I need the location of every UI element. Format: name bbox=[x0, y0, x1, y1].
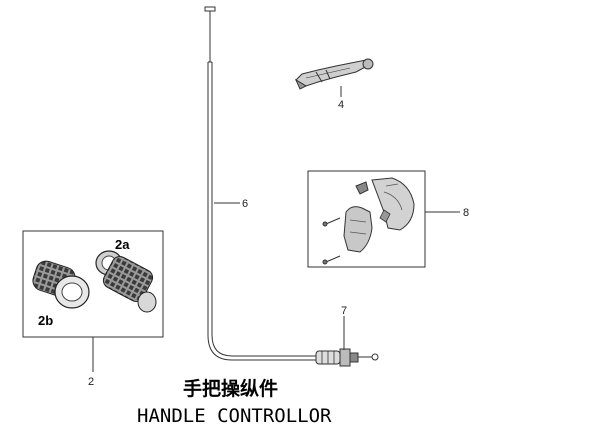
screw-upper bbox=[322, 217, 341, 227]
grip-assembly-box bbox=[22, 230, 164, 338]
callout-4: 4 bbox=[338, 99, 344, 111]
clip-part bbox=[355, 181, 369, 195]
right-grip bbox=[95, 250, 157, 313]
lever-part bbox=[294, 58, 374, 90]
callout-8: 8 bbox=[463, 207, 469, 219]
callout-2: 2 bbox=[88, 376, 94, 388]
callout-2b: 2b bbox=[38, 313, 53, 328]
lower-housing bbox=[343, 206, 373, 253]
callout-6: 6 bbox=[242, 198, 248, 210]
callout-7: 7 bbox=[341, 305, 347, 317]
housing-assembly-box bbox=[307, 170, 460, 268]
title-english: HANDLE CONTROLLOR bbox=[137, 405, 332, 427]
screw-lower bbox=[322, 255, 341, 265]
title-chinese: 手把操纵件 bbox=[183, 377, 278, 400]
callout-2a: 2a bbox=[115, 237, 130, 252]
throttle-cable bbox=[204, 6, 379, 367]
upper-housing bbox=[371, 177, 415, 231]
left-grip bbox=[32, 260, 90, 309]
